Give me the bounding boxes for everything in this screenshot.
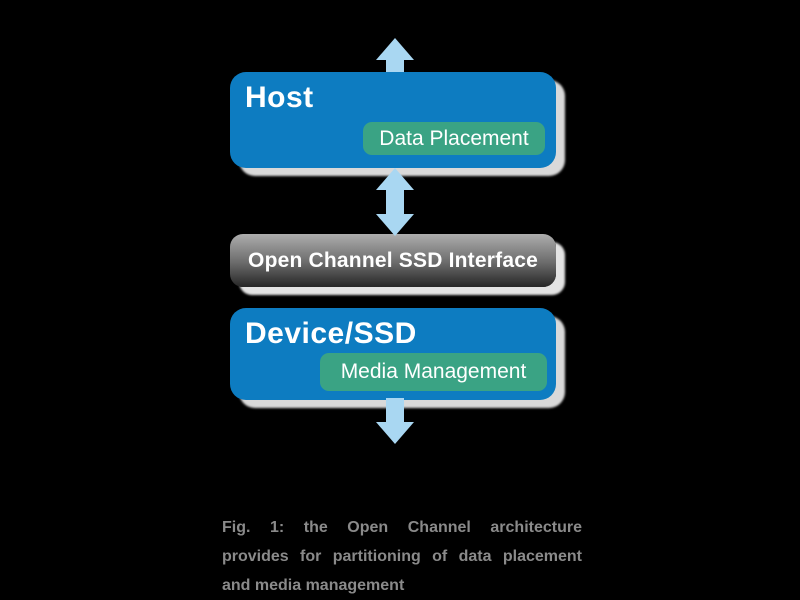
caption-line-1: Fig. 1: the Open Channel architecture [222, 519, 582, 536]
media-management-badge: Media Management [320, 353, 547, 391]
caption-line-2: provides for partitioning of data placem… [222, 548, 582, 565]
data-placement-label: Data Placement [379, 126, 529, 150]
data-placement-badge: Data Placement [363, 122, 545, 155]
arrow-double-vertical-icon [376, 168, 414, 236]
media-management-label: Media Management [340, 360, 527, 383]
arrow-down-shape [376, 398, 414, 444]
interface-label: Open Channel SSD Interface [248, 248, 538, 272]
device-ssd-title: Device/SSD [245, 317, 417, 350]
arrow-up-icon [376, 38, 414, 72]
figure-caption: Fig. 1: the Open Channel architecture pr… [222, 513, 582, 600]
host-box: Host Data Placement [230, 72, 556, 168]
device-ssd-box: Device/SSD Media Management [230, 308, 556, 400]
arrow-down-icon [376, 398, 414, 444]
host-title: Host [245, 81, 314, 114]
arrow-up-shape [376, 38, 414, 72]
arrow-double-shape [376, 168, 414, 236]
interface-box: Open Channel SSD Interface [230, 234, 556, 287]
caption-line-3: and media management [222, 577, 405, 594]
